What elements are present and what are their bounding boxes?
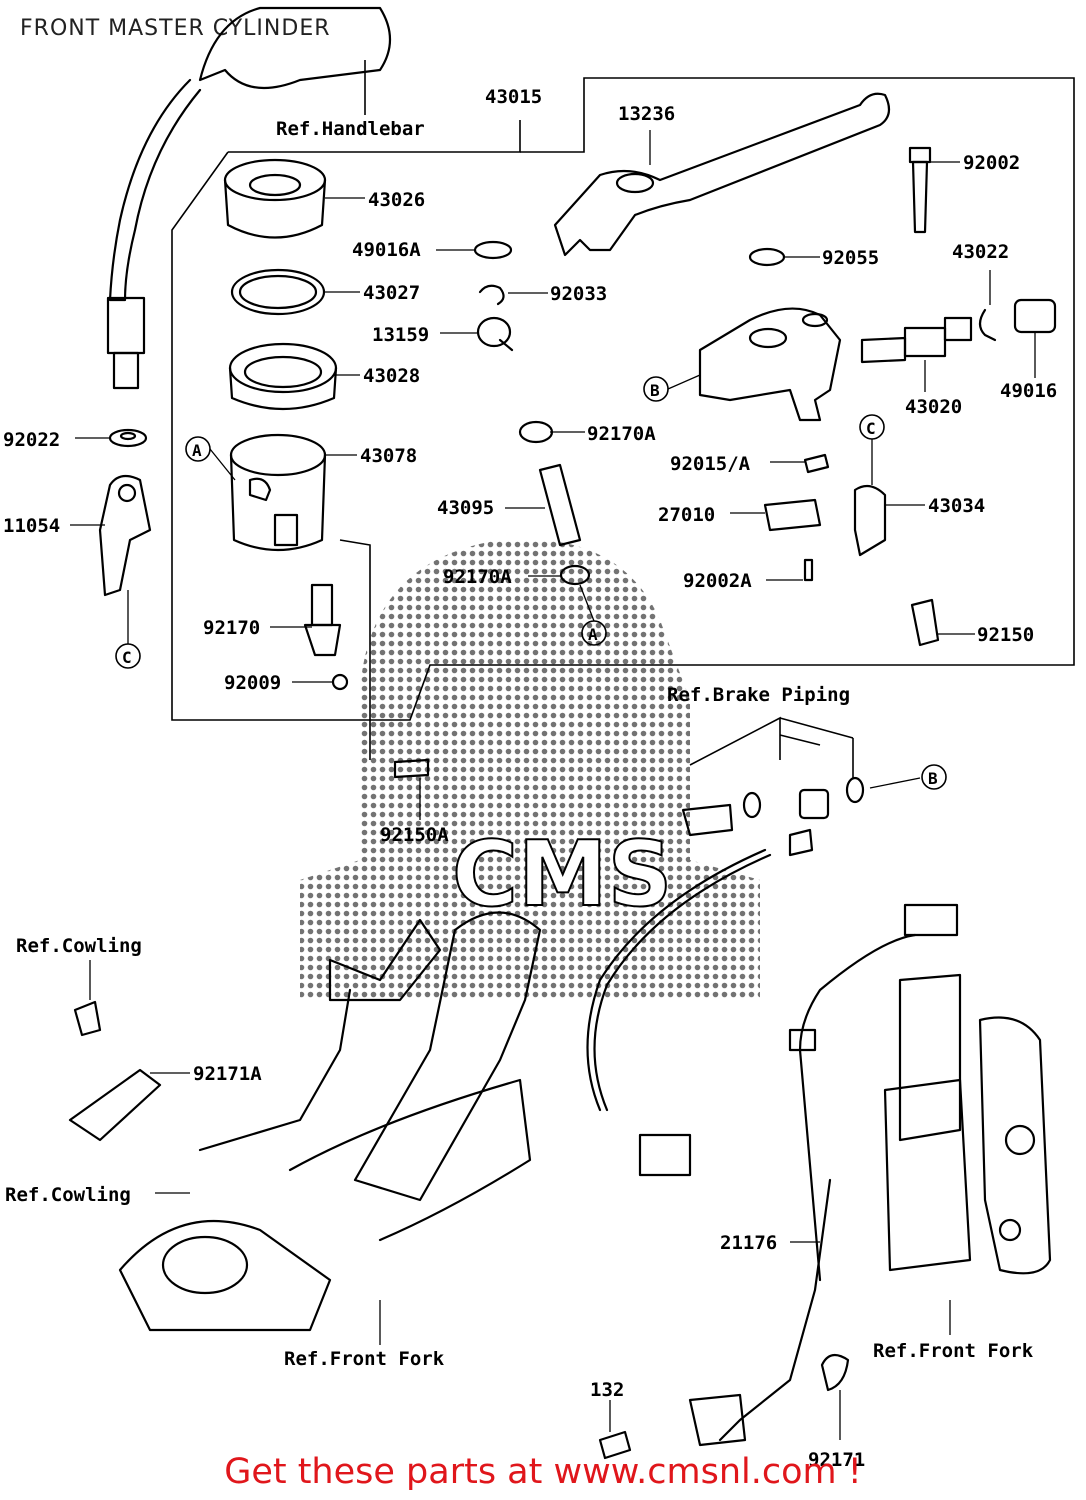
hose-clamp-upper bbox=[518, 420, 554, 444]
bolt-92150 bbox=[910, 598, 940, 647]
part-label-27010: 27010 bbox=[658, 504, 715, 526]
reservoir-diaphragm bbox=[228, 342, 338, 411]
sensor-21176 bbox=[688, 1028, 832, 1447]
bolt-ref-cowling bbox=[73, 1000, 102, 1037]
callout-a-left: A bbox=[192, 441, 202, 460]
clamp-11054 bbox=[98, 474, 152, 597]
ref-label-front-fork-right: Ref.Front Fork bbox=[873, 1340, 1034, 1362]
callout-b-lower: B bbox=[928, 769, 938, 788]
clip-92033 bbox=[478, 284, 505, 306]
frame-43015-left bbox=[171, 151, 355, 721]
part-labels: 43015 13236 92002 43026 49016A 92055 430… bbox=[3, 86, 1057, 1471]
fork-left bbox=[118, 911, 542, 1332]
part-label-92170A-lower: 92170A bbox=[443, 566, 512, 588]
callout-c-left: C bbox=[122, 648, 132, 667]
frame-inner bbox=[339, 539, 371, 760]
brake-piping bbox=[586, 716, 865, 1177]
frame-43015-outer bbox=[355, 77, 1075, 721]
part-label-49016: 49016 bbox=[1000, 380, 1057, 402]
part-label-11054: 11054 bbox=[3, 515, 60, 537]
frame-lines bbox=[171, 77, 1075, 760]
part-label-43026: 43026 bbox=[368, 189, 425, 211]
washer-92022 bbox=[108, 428, 148, 448]
ref-label-handlebar: Ref.Handlebar bbox=[276, 118, 425, 140]
part-label-92022: 92022 bbox=[3, 429, 60, 451]
part-label-49016A: 49016A bbox=[352, 239, 421, 261]
hose-43095 bbox=[538, 463, 582, 547]
handlebar bbox=[106, 6, 391, 390]
clip-92171 bbox=[820, 1353, 850, 1392]
bolt-92009 bbox=[331, 673, 349, 691]
reservoir-diaphragm-plate bbox=[230, 268, 326, 316]
ref-label-cowling-lower: Ref.Cowling bbox=[5, 1184, 131, 1206]
bolt-92150A bbox=[393, 758, 430, 779]
part-label-43095: 43095 bbox=[437, 497, 494, 519]
part-label-92009: 92009 bbox=[224, 672, 281, 694]
part-label-92171: 92171 bbox=[808, 1449, 865, 1471]
reservoir-cap bbox=[223, 158, 327, 239]
part-label-43034: 43034 bbox=[928, 495, 985, 517]
part-label-92150A: 92150A bbox=[380, 824, 449, 846]
hose-clamp-lower bbox=[559, 564, 591, 586]
part-label-43020: 43020 bbox=[905, 396, 962, 418]
circlip-43022 bbox=[978, 308, 997, 342]
part-label-43015: 43015 bbox=[485, 86, 542, 108]
part-label-43022: 43022 bbox=[952, 241, 1009, 263]
reservoir-bracket bbox=[303, 583, 342, 657]
part-label-92015A: 92015/A bbox=[670, 453, 751, 475]
cap-13159 bbox=[476, 316, 514, 352]
bolt-132 bbox=[598, 1430, 632, 1460]
screw-92002A bbox=[803, 558, 814, 582]
part-label-92150: 92150 bbox=[977, 624, 1034, 646]
part-label-92170A-upper: 92170A bbox=[587, 423, 656, 445]
part-label-43028: 43028 bbox=[363, 365, 420, 387]
ref-label-brake-piping: Ref.Brake Piping bbox=[667, 684, 850, 706]
part-label-92055: 92055 bbox=[822, 247, 879, 269]
part-label-92002A: 92002A bbox=[683, 570, 752, 592]
part-label-43078: 43078 bbox=[360, 445, 417, 467]
diagram-title: FRONT MASTER CYLINDER bbox=[20, 16, 331, 41]
piston-43020 bbox=[860, 316, 973, 364]
oring-92055 bbox=[748, 247, 786, 267]
part-label-21176: 21176 bbox=[720, 1232, 777, 1254]
leader-lines bbox=[70, 130, 1036, 1440]
washer-49016A bbox=[473, 240, 513, 260]
part-label-13159: 13159 bbox=[372, 324, 429, 346]
lever-13236 bbox=[553, 92, 891, 257]
part-label-132: 132 bbox=[590, 1379, 624, 1401]
callout-a-lower: A bbox=[588, 625, 598, 644]
ref-label-front-fork-left: Ref.Front Fork bbox=[284, 1348, 445, 1370]
footer-link[interactable]: Get these parts at www.cmsnl.com ! bbox=[224, 1452, 862, 1492]
reservoir-tank bbox=[229, 433, 327, 552]
part-label-92171A: 92171A bbox=[193, 1063, 262, 1085]
clip-92171A bbox=[68, 1068, 162, 1142]
pivot-bolt-92002 bbox=[908, 146, 932, 234]
part-label-92170: 92170 bbox=[203, 617, 260, 639]
fork-right bbox=[798, 903, 1052, 1282]
part-label-13236: 13236 bbox=[618, 103, 675, 125]
callouts: A B C A B C bbox=[115, 374, 947, 790]
part-label-92002: 92002 bbox=[963, 152, 1020, 174]
clamp-43034 bbox=[853, 484, 887, 557]
callout-c-right: C bbox=[866, 419, 876, 438]
nut-92015 bbox=[803, 453, 830, 474]
switch-27010 bbox=[763, 498, 822, 532]
part-label-92033: 92033 bbox=[550, 283, 607, 305]
master-cylinder-body bbox=[698, 307, 842, 422]
part-label-43027: 43027 bbox=[363, 282, 420, 304]
reference-labels: Ref.Handlebar Ref.Brake Piping Ref.Cowli… bbox=[5, 118, 1034, 1370]
watermark-logo: CMS bbox=[300, 539, 760, 1000]
watermark-text: CMS bbox=[452, 822, 672, 927]
callout-b-upper: B bbox=[650, 381, 660, 400]
boot-49016 bbox=[1013, 298, 1057, 334]
ref-label-cowling-upper: Ref.Cowling bbox=[16, 935, 142, 957]
